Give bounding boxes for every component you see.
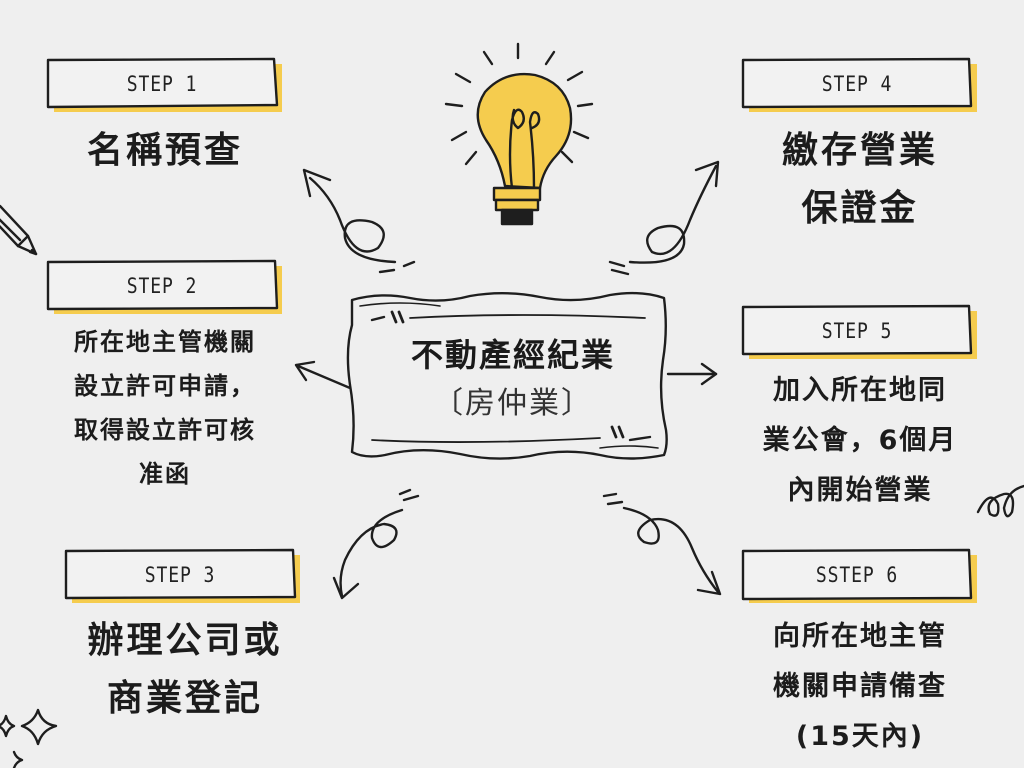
step3-description: 辦理公司或 商業登記 [60,612,310,728]
step4-line-1: 繳存營業 [781,130,938,171]
step2-line-2: 設立許可申請， [74,372,256,400]
step6-line-1: 向所在地主管 [773,621,947,652]
step5-label: STEP 5 [821,319,893,343]
step4-label: STEP 4 [821,72,893,96]
step6-description: 向所在地主管 機關申請備查 (15天內) [730,612,990,762]
step3-line-2: 商業登記 [106,678,263,719]
step2-label: STEP 2 [126,274,198,298]
arrow-to-step1 [302,168,416,274]
step5-label-box [741,304,977,359]
center-title: 不動產經紀業 [410,336,615,374]
step6-line-3: (15天內) [795,721,925,752]
lightbulb-icon [444,42,594,226]
arrow-to-step3 [332,488,420,600]
step2-line-3: 取得設立許可核 [74,416,256,444]
step4-label-box [741,57,977,112]
step2-line-1: 所在地主管機關 [74,328,256,356]
step2-line-4: 准函 [139,460,191,488]
step5-line-3: 內開始營業 [787,475,933,506]
step6-label-box [741,548,977,603]
sparkle-icon [0,708,58,768]
step5-description: 加入所在地同 業公會，6個月 內開始營業 [730,366,990,516]
arrow-to-step5 [666,362,718,386]
step3-label: STEP 3 [144,563,216,587]
step6-label: SSTEP 6 [815,563,899,587]
step4-description: 繳存營業 保證金 [735,122,985,238]
step2-label-box [46,259,282,314]
center-frame [346,291,668,460]
step1-label: STEP 1 [126,72,198,96]
step5-line-2: 業公會，6個月 [762,425,958,456]
step6-line-2: 機關申請備查 [773,671,947,702]
arrow-to-step6 [602,492,722,596]
center-subtitle: 〔房仲業〕 [433,386,593,421]
arrow-to-step4 [608,160,720,276]
step5-line-1: 加入所在地同 [773,375,947,406]
scribble-icon [976,484,1024,518]
step1-line-1: 名稱預查 [86,130,243,171]
step1-label-box [46,57,282,112]
step2-description: 所在地主管機關 設立許可申請， 取得設立許可核 准函 [40,320,290,496]
pencil-icon [0,204,38,256]
step3-label-box [64,548,300,603]
step4-line-2: 保證金 [801,188,919,229]
step3-line-1: 辦理公司或 [87,620,283,661]
arrow-to-step2 [294,360,352,390]
step1-description: 名稱預查 [40,122,290,180]
